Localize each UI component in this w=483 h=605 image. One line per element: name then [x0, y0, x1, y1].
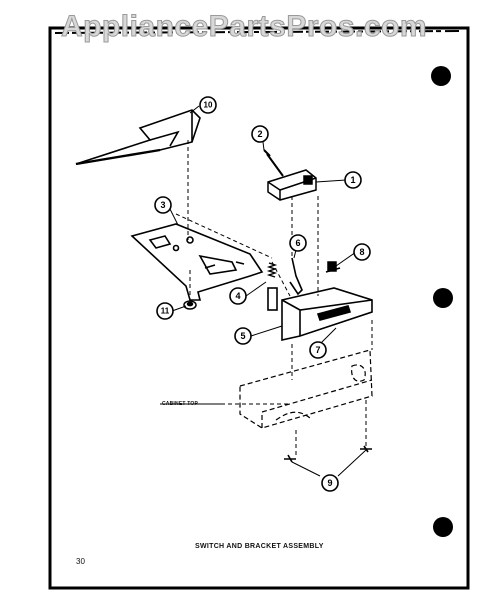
callout-3: 3 — [160, 200, 165, 210]
scan-noise — [54, 30, 461, 34]
callout-11: 11 — [161, 307, 170, 316]
callout-5-circle — [234, 327, 252, 345]
binder-hole-top — [431, 66, 451, 86]
binder-hole-middle — [433, 288, 453, 308]
callout-8: 8 — [359, 247, 364, 257]
part-2-screw — [263, 149, 284, 177]
callout-9-circle — [321, 474, 339, 492]
callout-5: 5 — [240, 331, 245, 341]
callout-10-circle — [199, 96, 217, 114]
callout-2-circle — [251, 125, 269, 143]
part-6-clip — [289, 257, 303, 296]
cabinet-top-label: CABINET TOP — [162, 401, 198, 407]
callout-4-circle — [229, 287, 247, 305]
part-3-bracket — [130, 223, 264, 301]
callout-6-circle — [289, 234, 307, 252]
binder-hole-bottom — [433, 517, 453, 537]
callout-7-circle — [309, 341, 327, 359]
callout-8-circle — [353, 243, 371, 261]
callout-1: 1 — [350, 175, 355, 185]
callout-9: 9 — [327, 478, 332, 488]
part-10-cover — [75, 109, 201, 166]
part-5-switch-bracket — [267, 287, 373, 341]
callout-11-circle — [156, 302, 174, 320]
part-9-screws — [284, 445, 372, 463]
callout-2: 2 — [257, 129, 262, 139]
callout-7: 7 — [315, 345, 320, 355]
part-8-clip — [325, 261, 341, 273]
part-1-switch — [267, 169, 317, 201]
page-border — [48, 26, 470, 590]
callout-1-circle — [344, 171, 362, 189]
callout-3-circle — [154, 196, 172, 214]
callout-10: 10 — [204, 101, 213, 110]
cabinet-top-outline — [239, 349, 373, 429]
page-number: 30 — [76, 557, 85, 566]
watermark-text: AppliancePartsPros.com — [60, 10, 428, 44]
callout-6: 6 — [295, 238, 300, 248]
part-11-nut — [183, 300, 197, 310]
assembly-dashed-lines — [175, 140, 373, 456]
callout-4: 4 — [235, 291, 240, 301]
callout-circles — [154, 96, 371, 492]
diagram-caption: SWITCH AND BRACKET ASSEMBLY — [195, 543, 324, 550]
callout-numbers: 1 2 3 4 5 6 7 8 9 10 11 — [160, 101, 364, 489]
